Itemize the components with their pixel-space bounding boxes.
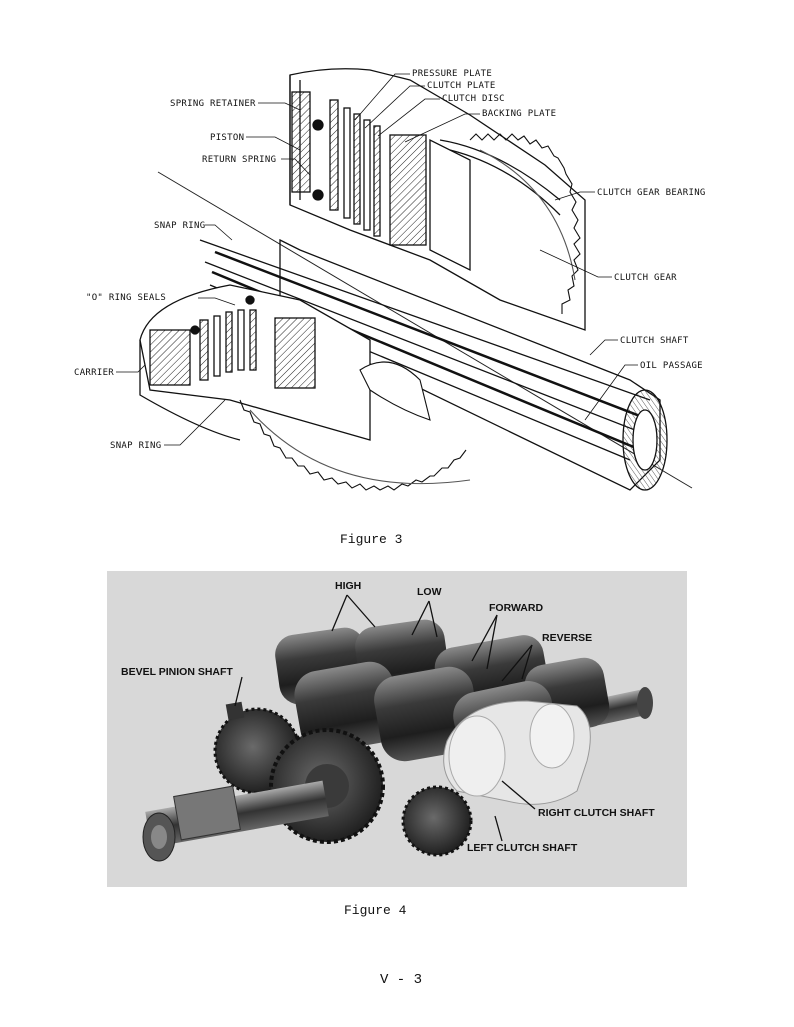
clutch-shaft xyxy=(199,238,668,491)
label-clutch-shaft: CLUTCH SHAFT xyxy=(620,336,689,346)
label-pressure-plate: PRESSURE PLATE xyxy=(412,69,492,79)
figure-4-leader-lines xyxy=(234,594,536,842)
label-piston: PISTON xyxy=(210,133,244,143)
figure-4-photograph: HIGH LOW FORWARD REVERSE BEVEL PINION SH… xyxy=(107,571,687,887)
label-snap-ring-top: SNAP RING xyxy=(154,221,205,231)
carrier-casting xyxy=(443,700,591,805)
label-carrier: CARRIER xyxy=(74,368,114,378)
label-forward: FORWARD xyxy=(489,602,543,614)
carrier-housing xyxy=(139,284,371,441)
figure-3-labels: PRESSURE PLATE CLUTCH PLATE CLUTCH DISC … xyxy=(74,69,706,451)
figure-4-transmission-assembly: HIGH LOW FORWARD REVERSE BEVEL PINION SH… xyxy=(107,571,687,887)
lower-gear-teeth xyxy=(239,361,471,491)
clutch-gear-teeth xyxy=(469,133,581,314)
label-snap-ring-bottom: SNAP RING xyxy=(110,441,161,451)
label-spring-retainer: SPRING RETAINER xyxy=(170,99,256,109)
label-clutch-plate: CLUTCH PLATE xyxy=(427,81,496,91)
label-right-clutch-shaft: RIGHT CLUTCH SHAFT xyxy=(538,807,655,819)
label-clutch-disc: CLUTCH DISC xyxy=(442,94,505,104)
figure-3-caption: Figure 3 xyxy=(340,532,403,547)
upper-clutch-housing xyxy=(289,68,586,331)
label-left-clutch-shaft: LEFT CLUTCH SHAFT xyxy=(467,842,578,854)
label-bevel-pinion-shaft: BEVEL PINION SHAFT xyxy=(121,666,233,678)
label-clutch-gear: CLUTCH GEAR xyxy=(614,273,677,283)
figure-4-caption: Figure 4 xyxy=(344,903,407,918)
label-low: LOW xyxy=(417,586,442,598)
label-return-spring: RETURN SPRING xyxy=(202,155,276,165)
label-clutch-gear-bearing: CLUTCH GEAR BEARING xyxy=(597,188,706,198)
label-backing-plate: BACKING PLATE xyxy=(482,109,556,119)
label-oil-passage: OIL PASSAGE xyxy=(640,361,703,371)
left-output-shaft xyxy=(142,701,329,862)
label-reverse: REVERSE xyxy=(542,632,592,644)
label-o-ring-seals: "O" RING SEALS xyxy=(86,293,166,303)
page-number: V - 3 xyxy=(380,972,423,988)
figure-3-cutaway-drawing: PRESSURE PLATE CLUTCH PLATE CLUTCH DISC … xyxy=(74,68,706,491)
label-high: HIGH xyxy=(335,580,361,592)
leader-lines xyxy=(116,73,638,446)
